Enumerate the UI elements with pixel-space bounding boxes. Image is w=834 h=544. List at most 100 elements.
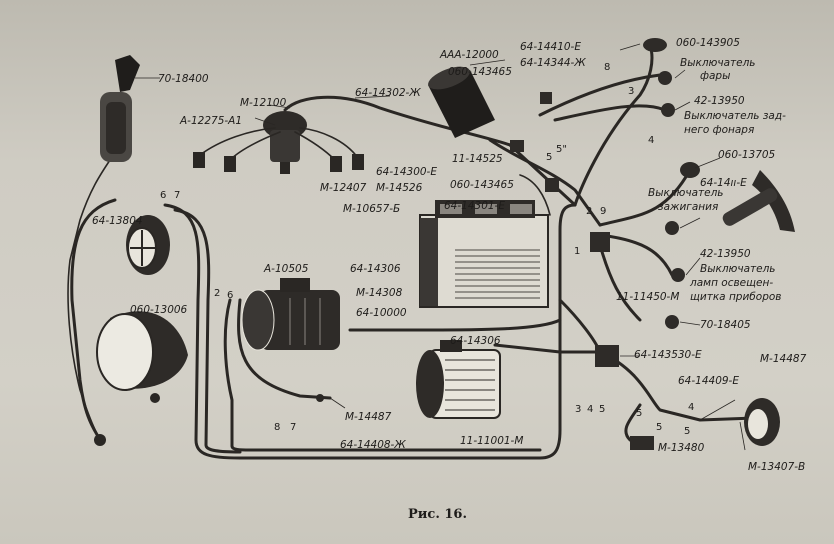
- label-a-10505: A-10505: [263, 263, 309, 275]
- battery-cell-1: [440, 204, 462, 214]
- generator-end: [241, 289, 275, 351]
- wire-starter: [493, 343, 602, 354]
- num-5c: 5: [636, 408, 642, 419]
- generator-ribs: [289, 298, 321, 345]
- spark-plug-4: [352, 154, 364, 170]
- generator-regulator: [280, 278, 310, 292]
- junction-11-14525: [510, 140, 524, 152]
- horn: [126, 215, 170, 275]
- label-lamp-2: ламп освещен-: [689, 277, 773, 289]
- label-64-14409: 64-14409-E: [678, 375, 739, 387]
- num-3: 3: [628, 86, 634, 97]
- label-fary-2: фары: [700, 70, 730, 82]
- headlamp-mount: [150, 393, 160, 403]
- num-9: 9: [600, 206, 606, 217]
- wire-to-lamp-switch: [598, 233, 674, 277]
- label-64-14302: 64-14302-Ж: [355, 87, 421, 99]
- lamp-clip: [115, 55, 140, 92]
- wire-lamp-cord: [67, 159, 111, 441]
- num-5d: 5: [656, 422, 662, 433]
- label-70-18400: 70-18400: [158, 73, 209, 85]
- generator: [241, 278, 340, 351]
- num-7b: 7: [290, 422, 296, 433]
- wires: [67, 43, 757, 460]
- inspection-lamp: [100, 55, 140, 162]
- lamp-grip: [106, 102, 126, 154]
- switch-fary: [658, 71, 672, 85]
- wire-to-m13480: [624, 403, 642, 442]
- starter-lines: [445, 359, 495, 411]
- label-060-143905: 060-143905: [676, 37, 740, 49]
- battery-cell-2: [475, 204, 497, 214]
- label-aaa-12000: AAA-12000: [439, 49, 499, 61]
- label-64-10000: 64-10000: [356, 307, 407, 319]
- starter-end: [416, 350, 444, 418]
- num-8b: 8: [274, 422, 280, 433]
- num-8: 8: [604, 62, 610, 73]
- label-42-13950-top: 42-13950: [694, 95, 745, 107]
- distributor-shaft: [280, 162, 290, 174]
- rear-horn-face: [748, 409, 768, 439]
- label-64-14301: 64-14301-E: [444, 200, 505, 212]
- num-2b: 2: [586, 206, 592, 217]
- wire-coil-to-switch: [488, 138, 602, 227]
- wire-upper-branch: [508, 143, 577, 207]
- lamp-switch: [671, 268, 685, 282]
- label-64-14306-bottom: 64-14306: [450, 335, 501, 347]
- wire-to-switch-2: [553, 104, 667, 122]
- starter-solenoid: [440, 340, 462, 352]
- label-a-12275: A-12275-A1: [179, 115, 242, 127]
- label-060-143465-mid: 060-143465: [450, 179, 514, 191]
- num-6: 6: [160, 190, 166, 201]
- num-6b: 6: [227, 290, 233, 301]
- m13480-part: [630, 436, 654, 450]
- ignition-switch: [665, 221, 679, 235]
- figure-caption: Рис. 16.: [408, 507, 467, 522]
- wire-thin-1: [519, 174, 551, 216]
- label-zad-1: Выключатель зад-: [684, 110, 786, 122]
- label-m-10657: M-10657-Б: [343, 203, 400, 215]
- label-zad-2: него фонаря: [684, 124, 754, 136]
- label-64-143530: 64-143530-E: [634, 349, 702, 361]
- label-lamp-3: щитка приборов: [690, 291, 781, 303]
- headlamp: [96, 311, 188, 403]
- label-zaj-1: Выключатель: [648, 187, 724, 199]
- num-4c: 4: [688, 402, 694, 413]
- label-m-13407: M-13407-B: [748, 461, 805, 473]
- label-42-13950-bottom: 42-13950: [700, 248, 751, 260]
- label-64-14306-top: 64-14306: [350, 263, 401, 275]
- battery-ribs: [455, 249, 540, 299]
- num-4b: 4: [587, 404, 593, 415]
- num-7: 7: [174, 190, 180, 201]
- spark-plug-3: [330, 156, 342, 172]
- battery: [419, 200, 549, 308]
- num-2: 2: [214, 288, 220, 299]
- plug-wire-1: [199, 127, 276, 156]
- label-060-13705: 060-13705: [718, 149, 776, 161]
- rear-horn: [94, 394, 780, 450]
- starter-motor: [416, 340, 501, 419]
- junction-64-14344: [540, 92, 552, 104]
- label-64-14300: 64-14300-E: [376, 166, 437, 178]
- headlight-switch-knob: [643, 38, 667, 52]
- wire-coil-distributor: [283, 95, 512, 147]
- label-lamp-1: Выключатель: [700, 263, 776, 275]
- wire-generator-lower: [237, 298, 332, 400]
- steering-wheel: [722, 170, 795, 232]
- label-64-13804: 64-13804: [92, 215, 143, 227]
- wire-horn-left: [70, 198, 117, 442]
- label-fary-1: Выключатель: [680, 57, 756, 69]
- label-64-14408: 64-14408-Ж: [340, 439, 406, 451]
- label-m-12100: M-12100: [240, 97, 287, 109]
- label-11-14525: 11-14525: [452, 153, 503, 165]
- switches: [510, 38, 700, 367]
- num-5: 5: [546, 152, 552, 163]
- label-11-11001: 11-11001-M: [460, 435, 523, 447]
- distributor-body: [270, 130, 300, 162]
- wire-main-harness: [163, 203, 577, 460]
- num-3b: 3: [575, 404, 581, 415]
- distributor: [193, 111, 364, 174]
- label-11-11450: 11-11450-M: [616, 291, 679, 303]
- spark-plug-1: [193, 152, 205, 168]
- ignition-coil: [428, 66, 495, 138]
